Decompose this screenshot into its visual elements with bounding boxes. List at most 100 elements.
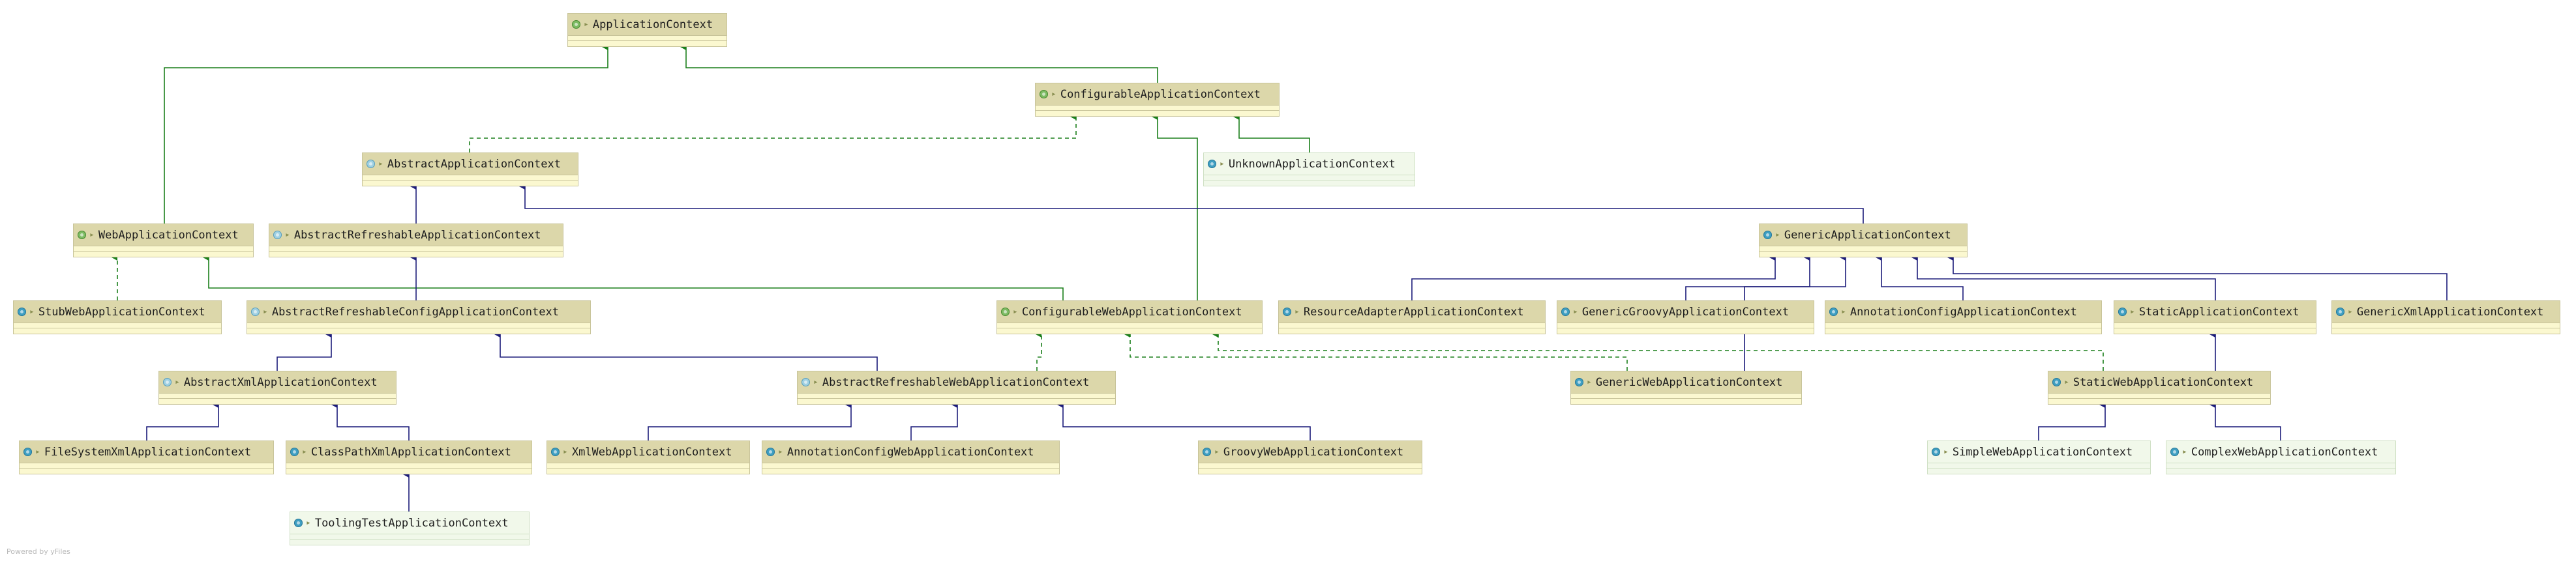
class-name: GenericGroovyApplicationContext bbox=[1581, 305, 1790, 319]
class-node-separator bbox=[1036, 110, 1279, 111]
class-node-configurable-web-application-context[interactable]: ▸ConfigurableWebApplicationContext bbox=[996, 300, 1263, 334]
edge-abstract-refreshable-web-application-context-to-configurable-web-application-context bbox=[1036, 331, 1042, 371]
edge-generic-application-context-to-abstract-application-context bbox=[519, 183, 1864, 224]
class-node-tooling-test-application-context[interactable]: ▸ToolingTestApplicationContext bbox=[290, 512, 530, 545]
visibility-icon: ▸ bbox=[2064, 377, 2069, 387]
class-name: ConfigurableApplicationContext bbox=[1060, 87, 1261, 101]
edge-file-system-xml-application-context-to-abstract-xml-application-context bbox=[146, 401, 219, 440]
visibility-icon: ▸ bbox=[263, 307, 268, 317]
edge-generic-web-application-context-to-configurable-web-application-context bbox=[1124, 331, 1628, 371]
class-node-annotation-config-web-application-context[interactable]: ▸AnnotationConfigWebApplicationContext bbox=[762, 440, 1060, 474]
class-node-xml-web-application-context[interactable]: ▸XmlWebApplicationContext bbox=[547, 440, 750, 474]
visibility-icon: ▸ bbox=[89, 230, 95, 240]
visibility-icon: ▸ bbox=[1841, 307, 1846, 317]
interface-icon bbox=[1001, 308, 1010, 316]
edge-configurable-application-context-to-application-context bbox=[680, 44, 1158, 83]
class-icon bbox=[23, 448, 32, 456]
class-node-separator bbox=[762, 468, 1059, 469]
class-node-stub-web-application-context[interactable]: ▸StubWebApplicationContext bbox=[13, 300, 222, 334]
class-node-separator bbox=[1199, 468, 1422, 469]
class-node-abstract-xml-application-context[interactable]: ▸AbstractXmlApplicationContext bbox=[158, 371, 397, 405]
class-node-abstract-refreshable-application-context[interactable]: ▸AbstractRefreshableApplicationContext bbox=[269, 224, 563, 257]
edge-annotation-config-application-context-to-generic-application-context bbox=[1876, 254, 1964, 300]
class-node-header: ▸StaticApplicationContext bbox=[2114, 301, 2316, 323]
class-node-generic-application-context[interactable]: ▸GenericApplicationContext bbox=[1759, 224, 1968, 257]
class-icon bbox=[2170, 448, 2179, 456]
class-name: UnknownApplicationContext bbox=[1228, 157, 1396, 171]
class-node-configurable-application-context[interactable]: ▸ConfigurableApplicationContext bbox=[1035, 83, 1280, 117]
class-node-header: ▸AbstractXmlApplicationContext bbox=[159, 371, 396, 394]
edge-configurable-web-application-context-to-web-application-context bbox=[203, 254, 1064, 300]
edge-class-path-xml-application-context-to-abstract-xml-application-context bbox=[331, 401, 410, 440]
class-node-separator bbox=[20, 468, 273, 469]
visibility-icon: ▸ bbox=[1295, 307, 1300, 317]
visibility-icon: ▸ bbox=[2130, 307, 2135, 317]
visibility-icon: ▸ bbox=[1013, 307, 1018, 317]
class-node-abstract-refreshable-web-application-context[interactable]: ▸ AbstractRefreshableWebApplicationContex… bbox=[797, 371, 1116, 405]
class-icon bbox=[2336, 308, 2344, 316]
class-node-header: ▸ AnnotationConfigApplicationContext bbox=[1825, 301, 2101, 323]
class-node-header: ▸StubWebApplicationContext bbox=[14, 301, 221, 323]
class-node-separator bbox=[2048, 398, 2270, 399]
class-node-header: ▸GenericGroovyApplicationContext bbox=[1557, 301, 1814, 323]
class-name: StaticWebApplicationContext bbox=[2073, 375, 2254, 389]
visibility-icon: ▸ bbox=[1943, 447, 1949, 457]
class-node-annotation-config-application-context[interactable]: ▸ AnnotationConfigApplicationContext bbox=[1825, 300, 2102, 334]
class-icon bbox=[1763, 231, 1772, 239]
visibility-icon: ▸ bbox=[563, 447, 568, 457]
class-node-resource-adapter-application-context[interactable]: ▸ResourceAdapterApplicationContext bbox=[1278, 300, 1546, 334]
class-name: AnnotationConfigApplicationContext bbox=[1850, 305, 2077, 319]
class-name: AbstractXmlApplicationContext bbox=[183, 375, 378, 389]
class-name: FileSystemXmlApplicationContext bbox=[44, 445, 252, 459]
class-name: AbstractRefreshableApplicationContext bbox=[293, 228, 541, 242]
class-node-separator bbox=[1928, 468, 2150, 469]
class-node-separator bbox=[547, 468, 749, 469]
class-node-simple-web-application-context[interactable]: ▸SimpleWebApplicationContext bbox=[1927, 440, 2151, 474]
class-node-generic-xml-application-context[interactable]: ▸GenericXmlApplicationContext bbox=[2331, 300, 2560, 334]
visibility-icon: ▸ bbox=[778, 447, 783, 457]
class-node-header: ▸ToolingTestApplicationContext bbox=[290, 512, 529, 534]
class-node-class-path-xml-application-context[interactable]: ▸ClassPathXmlApplicationContext bbox=[286, 440, 532, 474]
class-node-generic-web-application-context[interactable]: ▸GenericWebApplicationContext bbox=[1570, 371, 1802, 405]
edge-simple-web-application-context-to-static-web-application-context bbox=[2038, 401, 2106, 440]
class-node-static-application-context[interactable]: ▸StaticApplicationContext bbox=[2114, 300, 2316, 334]
class-node-file-system-xml-application-context[interactable]: ▸FileSystemXmlApplicationContext bbox=[19, 440, 274, 474]
visibility-icon: ▸ bbox=[813, 377, 818, 387]
abstract-icon bbox=[367, 160, 375, 168]
edge-annotation-config-web-application-context-to-abstract-refreshable-web-application-context bbox=[910, 401, 958, 440]
class-node-header: ▸AbstractRefreshableConfigApplicationCon… bbox=[247, 301, 590, 323]
class-name: AbstractRefreshableWebApplicationContext bbox=[822, 375, 1090, 389]
footer-credit: Powered by yFiles bbox=[7, 547, 70, 556]
class-node-unknown-application-context[interactable]: ▸UnknownApplicationContext bbox=[1203, 152, 1415, 186]
edge-groovy-web-application-context-to-abstract-refreshable-web-application-context bbox=[1057, 401, 1311, 440]
class-node-separator bbox=[1760, 251, 1967, 252]
visibility-icon: ▸ bbox=[2182, 447, 2187, 457]
class-node-header: ▸FileSystemXmlApplicationContext bbox=[20, 441, 273, 463]
class-icon bbox=[1283, 308, 1291, 316]
edge-abstract-xml-application-context-to-abstract-refreshable-config-application-context bbox=[277, 331, 332, 371]
class-name: GenericXmlApplicationContext bbox=[2356, 305, 2544, 319]
class-node-application-context[interactable]: ▸ApplicationContext bbox=[567, 13, 727, 47]
class-node-header: ▸ResourceAdapterApplicationContext bbox=[1279, 301, 1545, 323]
class-node-abstract-application-context[interactable]: ▸AbstractApplicationContext bbox=[362, 152, 578, 186]
visibility-icon: ▸ bbox=[29, 307, 35, 317]
class-icon bbox=[2118, 308, 2127, 316]
class-node-abstract-refreshable-config-application-context[interactable]: ▸AbstractRefreshableConfigApplicationCon… bbox=[247, 300, 591, 334]
class-icon bbox=[2052, 378, 2061, 386]
class-node-generic-groovy-application-context[interactable]: ▸GenericGroovyApplicationContext bbox=[1557, 300, 1814, 334]
visibility-icon: ▸ bbox=[1775, 230, 1780, 240]
class-node-static-web-application-context[interactable]: ▸ StaticWebApplicationContext bbox=[2048, 371, 2271, 405]
class-icon bbox=[294, 519, 303, 527]
class-node-complex-web-application-context[interactable]: ▸ComplexWebApplicationContext bbox=[2166, 440, 2396, 474]
class-node-web-application-context[interactable]: ▸WebApplicationContext bbox=[73, 224, 254, 257]
class-node-header: ▸ConfigurableApplicationContext bbox=[1036, 83, 1279, 106]
class-node-groovy-web-application-context[interactable]: ▸GroovyWebApplicationContext bbox=[1198, 440, 1422, 474]
edge-abstract-application-context-to-configurable-application-context bbox=[469, 113, 1077, 152]
class-node-separator bbox=[798, 398, 1115, 399]
class-node-header: ▸ComplexWebApplicationContext bbox=[2166, 441, 2395, 463]
class-name: StubWebApplicationContext bbox=[38, 305, 205, 319]
class-node-header: ▸GenericXmlApplicationContext bbox=[2332, 301, 2560, 323]
class-icon bbox=[1203, 448, 1211, 456]
class-node-header: ▸ClassPathXmlApplicationContext bbox=[286, 441, 532, 463]
